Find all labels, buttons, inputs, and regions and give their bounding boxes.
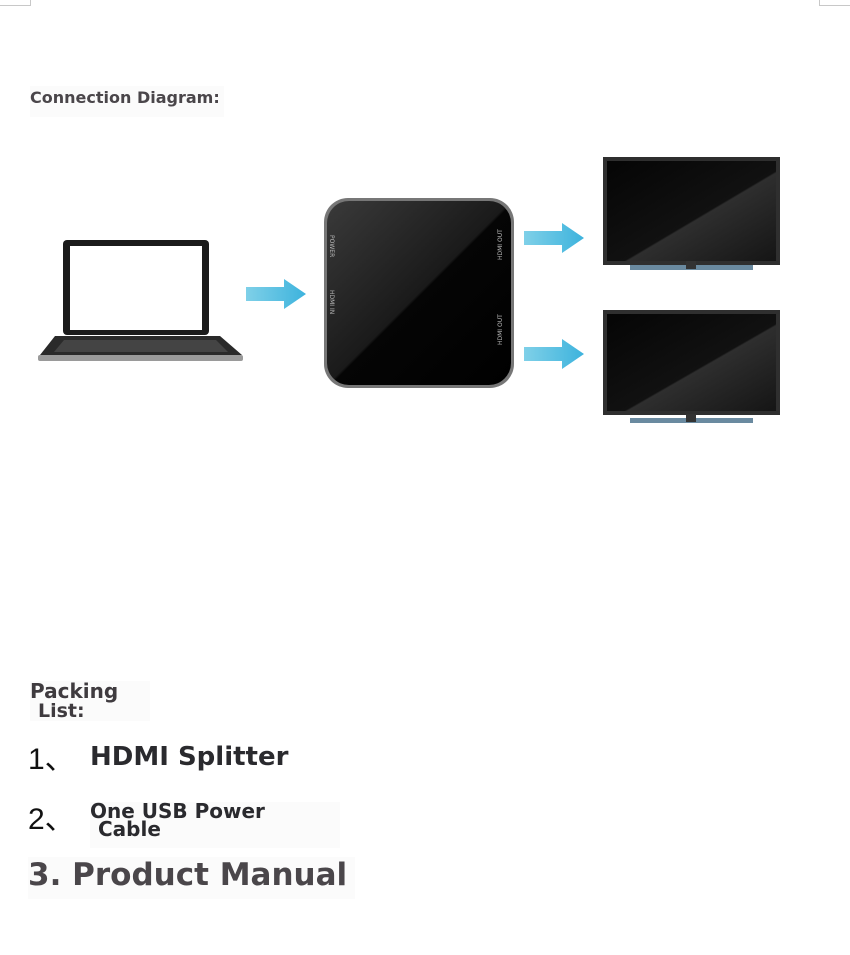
list-item-text: One USB Power Cable [90, 799, 340, 848]
svg-text:HDMI OUT: HDMI OUT [497, 229, 504, 260]
svg-text:HDMI OUT: HDMI OUT [497, 314, 504, 345]
list-item-text-line2: Cable [98, 817, 161, 841]
svg-text:POWER: POWER [328, 235, 335, 257]
list-item-number: 2、 [28, 803, 75, 836]
list-item-number: 1、 [28, 743, 75, 776]
connection-diagram: POWER HDMI IN HDMI OUT HDMI OUT [38, 157, 780, 423]
list-item-text-line1: One USB Power [90, 799, 265, 823]
page-corner-mark-right [819, 0, 850, 6]
packing-heading-line1: Packing [30, 679, 119, 703]
monitor-icon [603, 310, 780, 423]
packing-heading-line2: List: [38, 700, 85, 722]
arrow-right-icon [524, 223, 584, 253]
packing-list-heading: Packing List: [30, 681, 150, 721]
arrow-right-icon [246, 279, 306, 309]
svg-text:HDMI IN: HDMI IN [328, 290, 335, 314]
arrow-right-icon [524, 339, 584, 369]
connection-diagram-heading: Connection Diagram: [30, 86, 224, 117]
list-item-text: HDMI Splitter [90, 742, 289, 772]
monitor-icon [603, 157, 780, 270]
list-item-text: 3. Product Manual [28, 857, 356, 899]
page-corner-mark-left [0, 0, 31, 6]
laptop-icon [38, 240, 243, 361]
hdmi-splitter-box-icon: POWER HDMI IN HDMI OUT HDMI OUT [324, 198, 514, 388]
